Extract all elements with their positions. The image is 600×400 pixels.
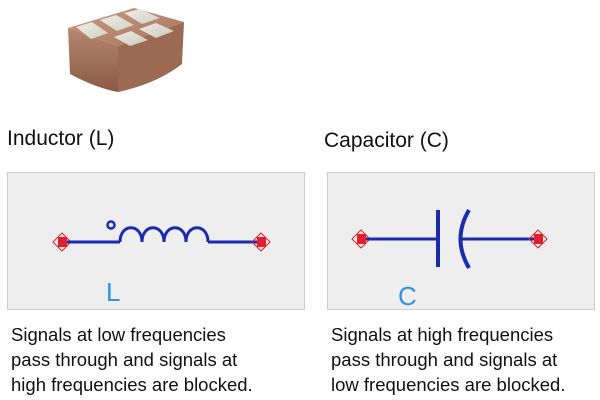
capacitor-left-terminal [351,229,371,249]
capacitor-right-terminal [528,229,548,249]
inductor-description-line: pass through and signals at [11,349,238,370]
inductor-symbol [52,220,271,252]
capacitor-symbol [351,208,548,270]
inductor-symbol-letter: L [106,277,121,307]
inductor-symbol-panel: L [7,172,305,310]
chip-component-image [68,8,184,92]
inductor-description: Signals at low frequencies pass through … [11,322,253,397]
capacitor-description-line: low frequencies are blocked. [331,374,566,395]
inductor-right-terminal [251,232,271,252]
capacitor-description: Signals at high frequencies pass through… [331,322,565,397]
capacitor-description-line: pass through and signals at [331,349,558,370]
inductor-title: Inductor (L) [7,127,115,150]
inductor-description-line: high frequencies are blocked. [11,374,253,395]
inductor-left-terminal [52,232,72,252]
capacitor-symbol-panel: C [327,172,595,311]
capacitor-symbol-letter: C [398,281,417,311]
capacitor-title: Capacitor (C) [324,129,449,152]
inductor-description-line: Signals at low frequencies [11,324,226,345]
capacitor-description-line: Signals at high frequencies [331,324,554,345]
